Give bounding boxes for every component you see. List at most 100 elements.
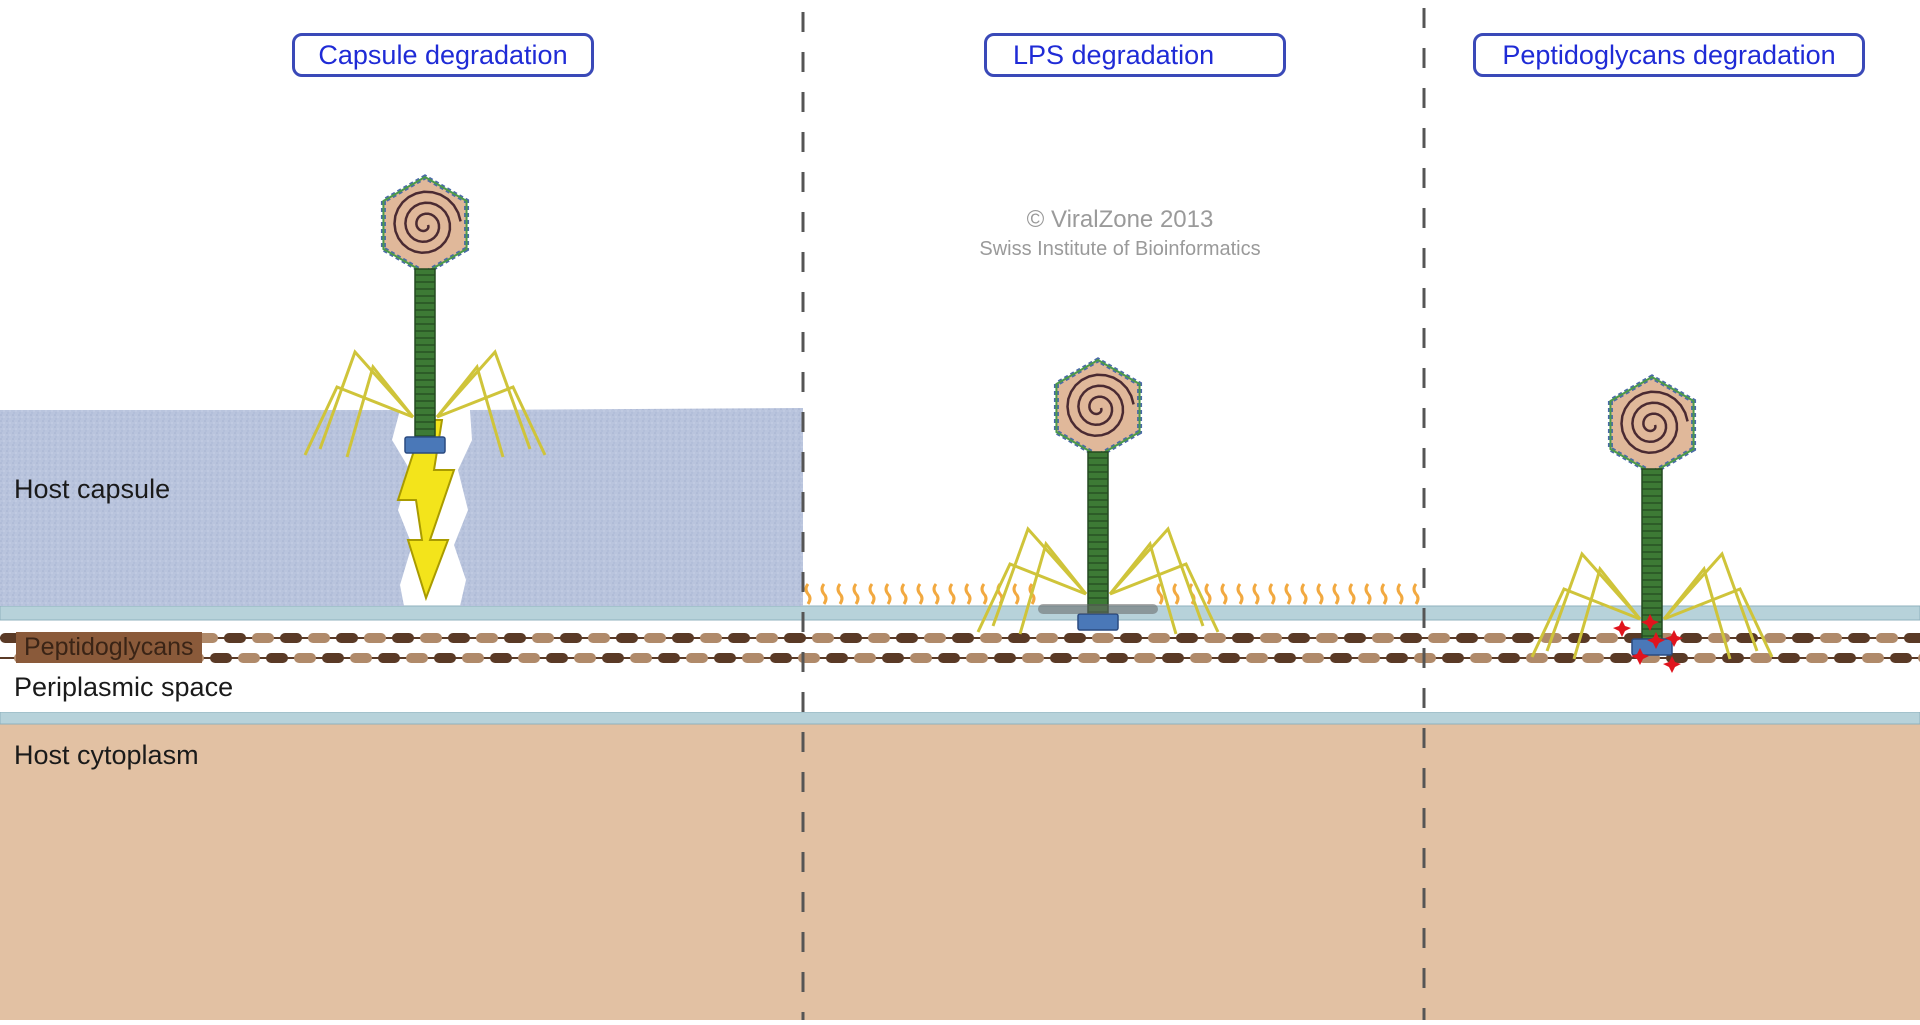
lps-molecule [1382, 584, 1386, 604]
watermark: © ViralZone 2013 Swiss Institute of Bioi… [930, 206, 1310, 261]
label-host-capsule: Host capsule [14, 474, 170, 505]
peptidoglycan-bead [896, 633, 918, 643]
peptidoglycan-bead [1274, 653, 1296, 663]
peptidoglycan-bead [1792, 633, 1814, 643]
peptidoglycan-bead [1862, 653, 1884, 663]
peptidoglycan-bead [644, 633, 666, 643]
peptidoglycan-bead [1162, 653, 1184, 663]
peptidoglycan-bead [714, 653, 736, 663]
lps-molecule [1366, 584, 1370, 604]
peptidoglycan-bead [1204, 633, 1226, 643]
peptidoglycan-bead [840, 633, 862, 643]
lps-molecule [806, 584, 810, 604]
inner-membrane [0, 712, 1920, 724]
lps-molecule [1334, 584, 1338, 604]
phage-baseplate [405, 437, 445, 453]
lps-molecule [838, 584, 842, 604]
peptidoglycan-bead [1330, 653, 1352, 663]
peptidoglycan-bead [588, 633, 610, 643]
label-periplasmic-space: Periplasmic space [14, 672, 233, 703]
peptidoglycan-bead [378, 653, 400, 663]
peptidoglycan-bead [406, 653, 428, 663]
peptidoglycan-bead [490, 653, 512, 663]
peptidoglycan-bead [1778, 653, 1800, 663]
peptidoglycan-bead [1820, 633, 1842, 643]
peptidoglycan-bead [560, 633, 582, 643]
peptidoglycan-bead [1848, 633, 1870, 643]
peptidoglycan-bead [1806, 653, 1828, 663]
peptidoglycan-bead [630, 653, 652, 663]
peptidoglycan-bead [686, 653, 708, 663]
peptidoglycan-bead [784, 633, 806, 643]
peptidoglycan-bead [826, 653, 848, 663]
peptidoglycan-bead [868, 633, 890, 643]
lps-molecule [966, 584, 970, 604]
watermark-line-2: Swiss Institute of Bioinformatics [930, 238, 1310, 261]
peptidoglycan-bead [434, 653, 456, 663]
phage-tail [415, 269, 435, 437]
peptidoglycan-bead [1694, 653, 1716, 663]
peptidoglycan-bead [1582, 653, 1604, 663]
lps-molecule [1414, 584, 1418, 604]
phage-tail [1088, 452, 1108, 614]
label-peptidoglycans: Peptidoglycans [16, 632, 202, 663]
peptidoglycan-bead [602, 653, 624, 663]
peptidoglycan-bead [1064, 633, 1086, 643]
peptidoglycan-bead [448, 633, 470, 643]
lps-molecule [886, 584, 890, 604]
peptidoglycan-bead [1750, 653, 1772, 663]
peptidoglycan-bead [616, 633, 638, 643]
peptidoglycan-bead [210, 653, 232, 663]
peptidoglycan-bead [756, 633, 778, 643]
lps-molecule [934, 584, 938, 604]
peptidoglycan-bead [1470, 653, 1492, 663]
lps-molecule [1174, 584, 1178, 604]
lps-molecule [1222, 584, 1226, 604]
peptidoglycan-bead [392, 633, 414, 643]
peptidoglycan-bead [518, 653, 540, 663]
peptidoglycan-bead [1722, 653, 1744, 663]
peptidoglycan-bead [308, 633, 330, 643]
lps-molecule [982, 584, 986, 604]
peptidoglycan-bead [1596, 633, 1618, 643]
lps-molecule [1238, 584, 1242, 604]
peptidoglycan-bead [1834, 653, 1856, 663]
peptidoglycan-bead [1876, 633, 1898, 643]
peptidoglycan-bead [1120, 633, 1142, 643]
peptidoglycan-bead [1456, 633, 1478, 643]
peptidoglycan-bead [1890, 653, 1912, 663]
peptidoglycan-bead [854, 653, 876, 663]
peptidoglycan-bead [1498, 653, 1520, 663]
lps-molecule [870, 584, 874, 604]
lps-molecule [1318, 584, 1322, 604]
peptidoglycan-bead [952, 633, 974, 643]
panel-title-lps-degradation: LPS degradation [984, 33, 1286, 77]
peptidoglycan-bead [350, 653, 372, 663]
peptidoglycan-bead [1148, 633, 1170, 643]
peptidoglycan-bead [1246, 653, 1268, 663]
peptidoglycan-bead [1344, 633, 1366, 643]
cell-layers [0, 408, 1920, 1020]
peptidoglycan-bead [1190, 653, 1212, 663]
lps-molecule [1254, 584, 1258, 604]
peptidoglycan-bead [1400, 633, 1422, 643]
peptidoglycan-bead [322, 653, 344, 663]
lps-molecule [1206, 584, 1210, 604]
peptidoglycan-bead [1680, 633, 1702, 643]
peptidoglycan-bead [1260, 633, 1282, 643]
lps-molecule [1398, 584, 1402, 604]
peptidoglycan-bead [252, 633, 274, 643]
peptidoglycan-bead [1218, 653, 1240, 663]
lps-molecule [950, 584, 954, 604]
peptidoglycan-bead [532, 633, 554, 643]
peptidoglycan-bead [1708, 633, 1730, 643]
peptidoglycan-bead [1288, 633, 1310, 643]
peptidoglycan-bead [924, 633, 946, 643]
peptidoglycan-bead [658, 653, 680, 663]
peptidoglycan-bead [798, 653, 820, 663]
lps-degraded-zone [1038, 604, 1158, 614]
peptidoglycan-bead [1358, 653, 1380, 663]
lps-molecule [1302, 584, 1306, 604]
lps-molecule [1270, 584, 1274, 604]
peptidoglycan-bead [574, 653, 596, 663]
